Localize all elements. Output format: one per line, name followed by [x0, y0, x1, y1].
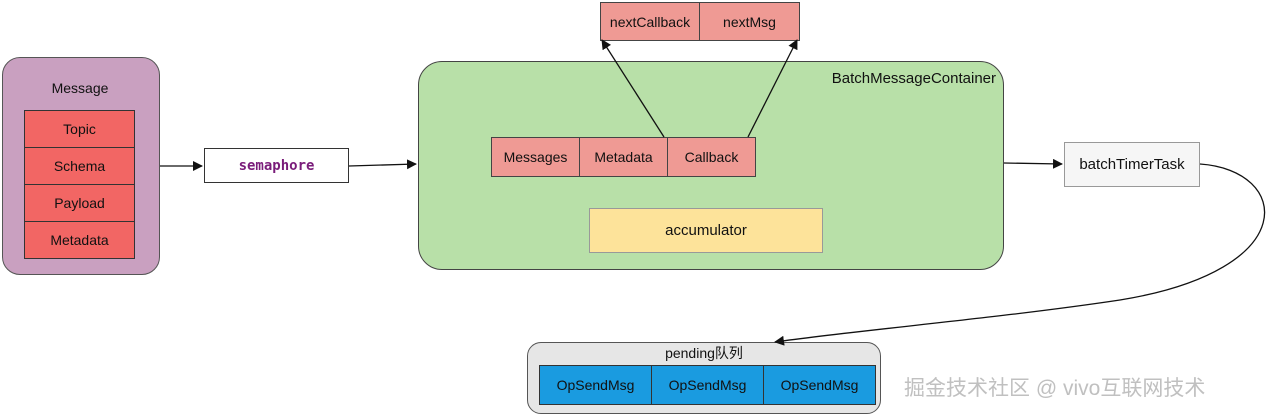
op-send-msg-2: OpSendMsg: [651, 365, 764, 405]
message-fields: Topic Schema Payload Metadata: [24, 110, 135, 259]
container-row: Messages Metadata Callback: [491, 137, 756, 177]
next-msg-cell: nextMsg: [699, 2, 800, 41]
message-field-metadata: Metadata: [24, 221, 135, 259]
op-send-msg-3: OpSendMsg: [763, 365, 876, 405]
message-field-schema: Schema: [24, 147, 135, 185]
arrow-timer-to-pending: [774, 163, 1266, 346]
arrow-callback-to-nextcallback: [601, 39, 665, 138]
arrow-callback-to-nextmsg: [747, 39, 798, 138]
batch-timer-task-box: batchTimerTask: [1064, 142, 1200, 187]
message-title: Message: [51, 80, 109, 96]
container-title: BatchMessageContainer: [831, 70, 996, 87]
accumulator-box: accumulator: [589, 208, 823, 253]
semaphore-box: semaphore: [204, 148, 349, 183]
pending-title: pending队列: [665, 345, 743, 361]
next-callback-cell: nextCallback: [600, 2, 700, 41]
pending-row: OpSendMsg OpSendMsg OpSendMsg: [539, 365, 876, 405]
callback-cell: Callback: [667, 137, 756, 177]
arrow-semaphore-to-container: [348, 159, 417, 170]
arrow-container-to-timer: [1003, 158, 1063, 169]
metadata-cell: Metadata: [579, 137, 668, 177]
callback-chain: nextCallback nextMsg: [600, 2, 800, 41]
messages-cell: Messages: [491, 137, 580, 177]
op-send-msg-1: OpSendMsg: [539, 365, 652, 405]
watermark: 掘金技术社区 @ vivo互联网技术: [904, 377, 1206, 400]
